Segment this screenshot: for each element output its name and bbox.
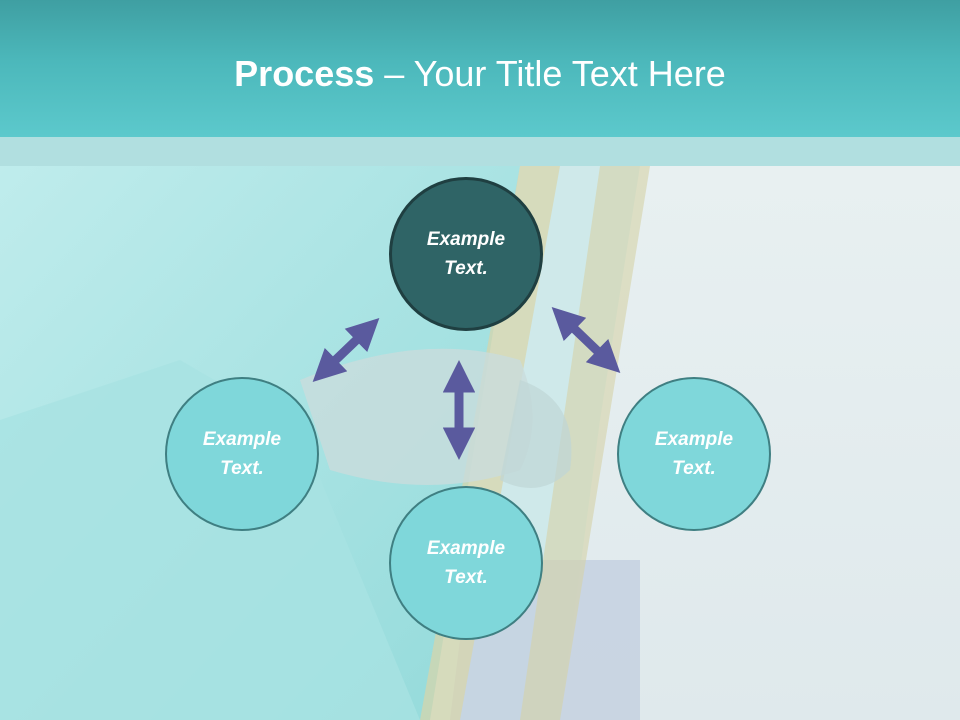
bottom-node-label: Example Text.	[426, 538, 506, 588]
right-node-label: Example Text.	[654, 429, 734, 479]
bottom-node: Example Text.	[389, 486, 543, 640]
arrow-top-right	[551, 307, 621, 373]
arrow-top-left	[312, 318, 380, 382]
left-node: Example Text.	[165, 377, 319, 531]
center-node-label: Example Text.	[426, 229, 506, 279]
title-band	[0, 137, 960, 166]
title-bar	[0, 0, 960, 137]
slide-title-bold: Process	[234, 53, 375, 94]
slide-title-rest: – Your Title Text Here	[374, 53, 726, 94]
center-node: Example Text.	[389, 177, 543, 331]
left-node-label: Example Text.	[202, 429, 282, 479]
right-node: Example Text.	[617, 377, 771, 531]
slide-title: Process – Your Title Text Here	[0, 52, 960, 96]
